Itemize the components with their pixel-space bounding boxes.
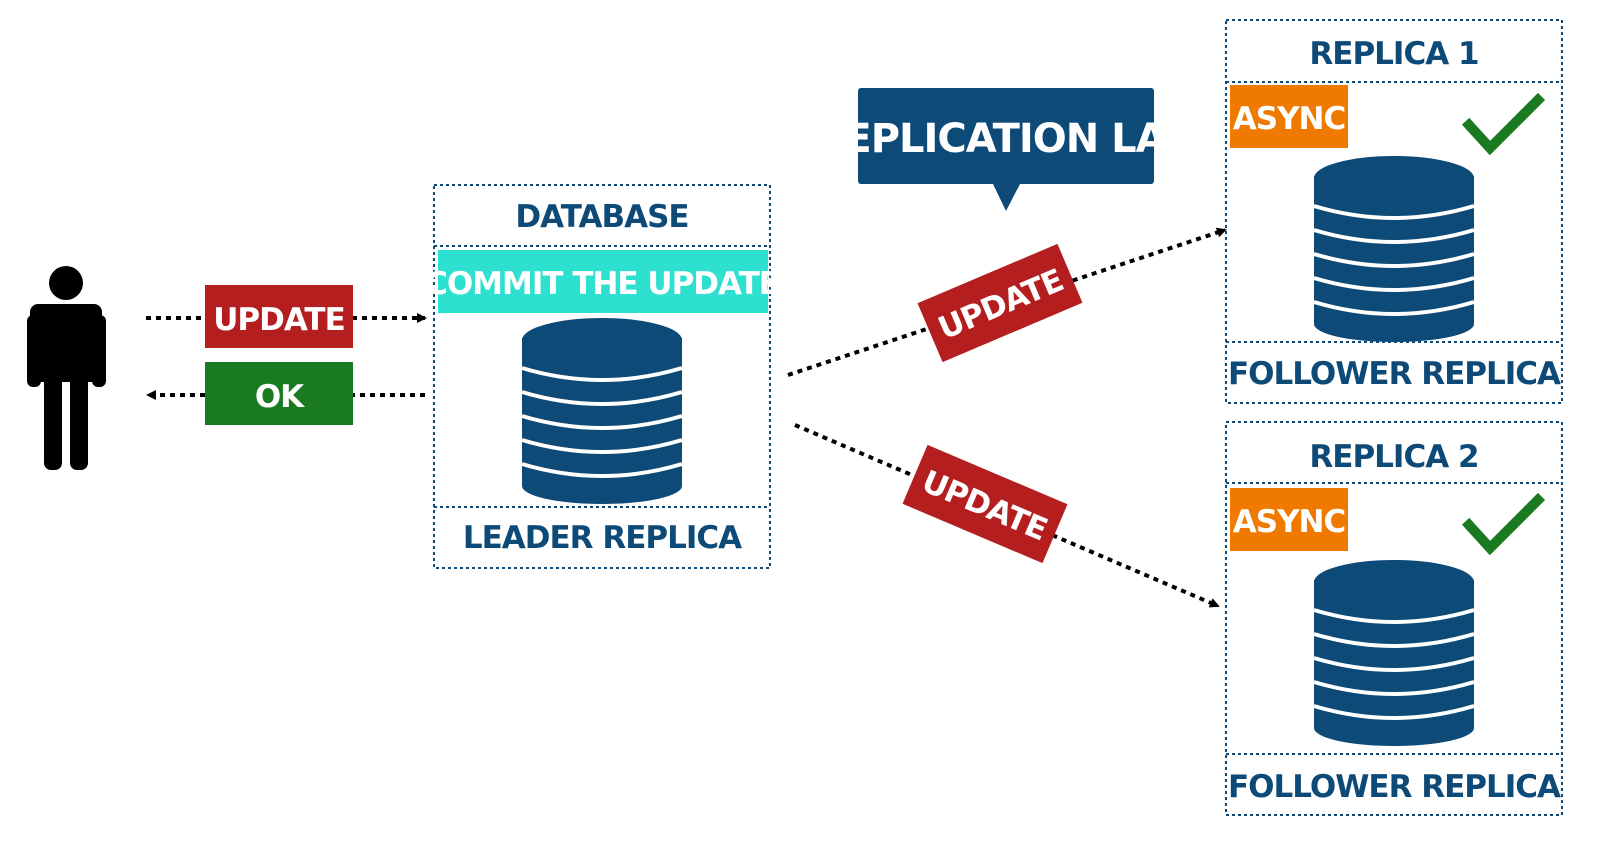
- replica-2-header: REPLICA 2: [1309, 439, 1478, 475]
- replica-2-footer: FOLLOWER REPLICA: [1228, 769, 1561, 805]
- leader-database-icon: [520, 316, 684, 506]
- client-ok-label: OK: [205, 362, 353, 425]
- replica-2-checkmark-icon: [1461, 492, 1546, 556]
- person-icon: [27, 266, 106, 470]
- replica-2-async-label: ASYNC: [1233, 504, 1345, 540]
- svg-text:REPLICATION LAG: REPLICATION LAG: [815, 116, 1198, 162]
- replica-1-checkmark-icon: [1461, 92, 1546, 156]
- replica-1-async-badge: [1230, 85, 1348, 148]
- replica-1-box: REPLICA 1 ASYNC FOLLOWER REPLICA: [1225, 19, 1563, 404]
- replica-2-async-badge: [1230, 488, 1348, 551]
- replica-1-async-label: ASYNC: [1233, 101, 1345, 137]
- leader-replica-box: DATABASE COMMIT THE UPDATE LEADER REPLIC…: [425, 184, 780, 569]
- svg-text:OK: OK: [255, 379, 305, 415]
- replica-2-box: REPLICA 2 ASYNC FOLLOWER REPLICA: [1225, 421, 1563, 816]
- replica-1-header: REPLICA 1: [1309, 36, 1478, 72]
- replica-2-database-icon: [1312, 558, 1476, 748]
- replication-arrow-2: UPDATE: [794, 423, 1220, 608]
- replica-1-database-icon: [1312, 154, 1476, 344]
- commit-label: COMMIT THE UPDATE: [425, 266, 779, 302]
- leader-footer: LEADER REPLICA: [463, 520, 742, 556]
- replica-1-footer: FOLLOWER REPLICA: [1228, 356, 1561, 392]
- svg-text:UPDATE: UPDATE: [213, 302, 345, 338]
- leader-header: DATABASE: [515, 199, 688, 235]
- commit-banner: [438, 250, 768, 313]
- replication-lag-callout: REPLICATION LAG: [815, 88, 1198, 211]
- replication-arrow-1: UPDATE: [787, 227, 1227, 377]
- client-update-label: UPDATE: [205, 285, 353, 348]
